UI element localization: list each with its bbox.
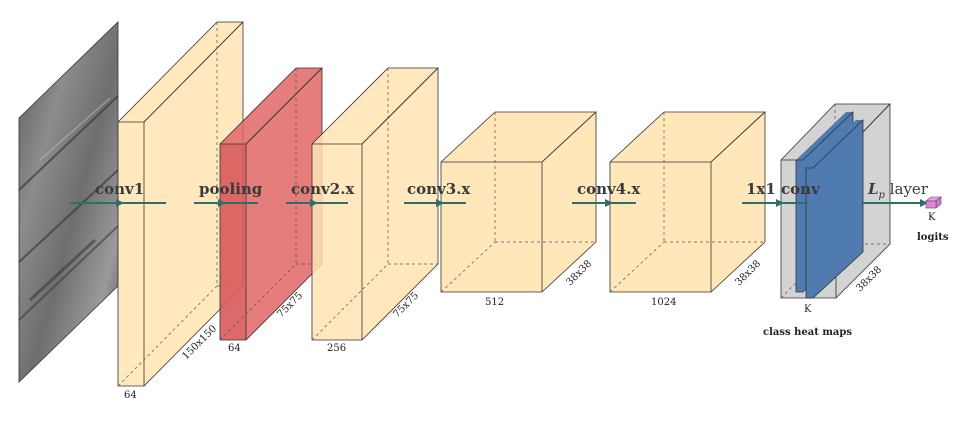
caption-class-heat-maps: class heat maps: [763, 327, 852, 338]
heat-map-slice-2: [805, 119, 864, 299]
feature-block-conv3: [440, 111, 597, 293]
dim-logits-depth: K: [928, 212, 936, 223]
logits-box: [925, 196, 942, 209]
heat-map-block: [780, 103, 891, 299]
caption-logits: logits: [917, 232, 949, 243]
label-conv3: conv3.x: [407, 180, 471, 198]
label-pooling: pooling: [199, 180, 263, 198]
feature-block-pooling: [219, 67, 323, 341]
label-lp-layer: Lp layer: [867, 180, 929, 201]
label-conv2: conv2.x: [291, 180, 355, 198]
feature-block-conv1: [117, 21, 244, 387]
dim-conv4-depth: 1024: [651, 297, 676, 308]
dim-conv1-depth: 64: [124, 390, 137, 401]
feature-block-conv4: [609, 111, 766, 293]
feature-block-conv2: [311, 67, 439, 341]
dim-pooling-depth: 64: [228, 343, 241, 354]
label-conv4: conv4.x: [577, 180, 641, 198]
dim-conv2-depth: 256: [327, 343, 346, 354]
dim-heat-depth: K: [804, 304, 812, 315]
label-1x1-conv: 1x1 conv: [746, 180, 821, 198]
dim-conv3-depth: 512: [485, 297, 504, 308]
label-conv1: conv1: [95, 180, 144, 198]
